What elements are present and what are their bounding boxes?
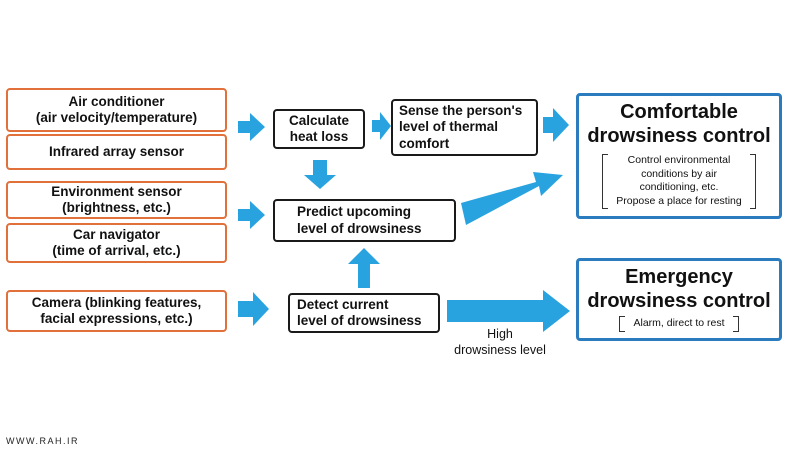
- sensor-environment: Environment sensor (brightness, etc.): [6, 181, 227, 219]
- arrow-camera-to-detect: [238, 292, 269, 326]
- step-sense-thermal-comfort: Sense the person's level of thermal comf…: [391, 99, 538, 156]
- arrow-detect-to-predict: [348, 248, 380, 288]
- sensor-environment-name: Environment sensor: [51, 183, 182, 199]
- outcome-emergency-detail-1: Alarm, direct to rest: [633, 317, 725, 329]
- outcome-comfortable-detail-2: conditions by air: [641, 167, 717, 180]
- high-drowsiness-note-line-1: High: [487, 327, 513, 341]
- step-calculate-heat-loss: Calculate heat loss: [273, 109, 365, 149]
- sensor-air-conditioner-detail: (air velocity/temperature): [35, 110, 198, 125]
- sensor-infrared-array: Infrared array sensor: [6, 134, 227, 170]
- arrow-heat-loss-to-thermal: [372, 112, 391, 140]
- sensor-air-conditioner: Air conditioner (air velocity/temperatur…: [6, 88, 227, 132]
- outcome-comfortable-detail-1: Control environmental: [627, 154, 731, 166]
- sensor-camera: Camera (blinking features, facial expres…: [6, 290, 227, 332]
- sensor-environment-detail: (brightness, etc.): [62, 200, 171, 215]
- outcome-emergency-title-line-1: Emergency: [625, 266, 733, 288]
- outcome-comfortable-control: Comfortable drowsiness control Control e…: [576, 93, 782, 219]
- step-sense-thermal-comfort-line-3: comfort: [399, 135, 450, 151]
- sensor-camera-detail: facial expressions, etc.): [40, 311, 193, 326]
- outcome-emergency-control: Emergency drowsiness control Alarm, dire…: [576, 258, 782, 341]
- sensor-car-navigator-detail: (time of arrival, etc.): [52, 243, 181, 258]
- step-detect-drowsiness-line-1: Detect current: [297, 296, 389, 312]
- arrow-heat-loss-to-predict: [304, 160, 336, 189]
- sensor-car-navigator: Car navigator (time of arrival, etc.): [6, 223, 227, 263]
- outcome-comfortable-detail-4: Propose a place for resting: [616, 194, 742, 207]
- step-calculate-heat-loss-line-2: heat loss: [289, 129, 349, 144]
- outcome-emergency-details: Alarm, direct to rest: [619, 316, 739, 332]
- outcome-comfortable-details: Control environmental conditions by air …: [602, 154, 756, 209]
- sensor-air-conditioner-name: Air conditioner: [68, 93, 165, 109]
- outcome-comfortable-title-line-1: Comfortable: [620, 101, 738, 123]
- outcome-comfortable-detail-3: conditioning, etc.: [639, 181, 719, 194]
- step-predict-drowsiness-line-2: level of drowsiness: [297, 220, 422, 236]
- outcome-comfortable-title-line-2: drowsiness control: [587, 125, 771, 147]
- arrow-detect-to-emergency: [447, 290, 570, 332]
- sensor-infrared-array-name: Infrared array sensor: [48, 143, 185, 159]
- step-detect-drowsiness-line-2: level of drowsiness: [297, 313, 422, 328]
- step-predict-drowsiness-line-1: Predict upcoming: [297, 204, 412, 220]
- step-detect-drowsiness: Detect current level of drowsiness: [288, 293, 440, 333]
- step-calculate-heat-loss-line-1: Calculate: [288, 112, 350, 128]
- arrow-env-to-predict: [238, 201, 265, 229]
- step-sense-thermal-comfort-line-2: level of thermal: [399, 119, 499, 135]
- sensor-car-navigator-name: Car navigator: [72, 226, 160, 242]
- step-predict-drowsiness: Predict upcoming level of drowsiness: [273, 199, 456, 242]
- watermark-text: WWW.RAH.IR: [6, 436, 79, 446]
- sensor-camera-name: Camera (blinking features,: [31, 294, 202, 310]
- outcome-emergency-title-line-2: drowsiness control: [587, 290, 771, 312]
- arrow-predict-to-comfortable: [461, 172, 563, 225]
- arrow-ac-to-heat-loss: [238, 113, 265, 141]
- high-drowsiness-note: High drowsiness level: [440, 326, 560, 359]
- high-drowsiness-note-line-2: drowsiness level: [454, 343, 546, 358]
- step-sense-thermal-comfort-line-1: Sense the person's: [399, 103, 523, 119]
- arrow-thermal-to-comfortable: [543, 108, 569, 142]
